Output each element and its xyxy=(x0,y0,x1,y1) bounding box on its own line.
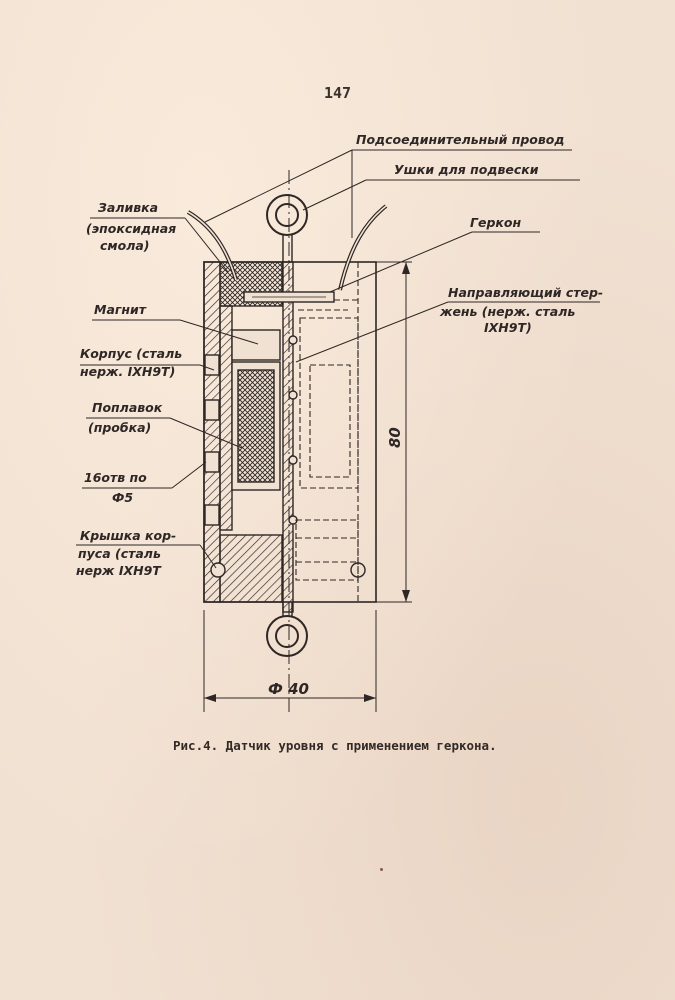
label-holes-line-1: 16отв по xyxy=(84,470,147,485)
label-guide-line-3: IXH9T) xyxy=(484,320,532,335)
page-number: 147 xyxy=(323,84,352,102)
housing-lid xyxy=(219,534,283,603)
wall-hole xyxy=(204,354,220,376)
label-magnet: Магнит xyxy=(94,302,147,317)
label-eyes: Ушки для подвески xyxy=(394,162,539,177)
dimension-height: 80 xyxy=(386,427,404,448)
top-eye xyxy=(266,194,308,236)
label-lid-line-2: пуса (сталь xyxy=(78,546,161,561)
figure-caption: Рис.4. Датчик уровня с применением герко… xyxy=(173,738,497,753)
label-guide-line-2: жень (нерж. сталь xyxy=(439,304,575,319)
label-guide-line-1: Направляющий стер- xyxy=(448,285,603,300)
wire-right xyxy=(338,204,388,291)
label-float-line-1: Поплавок xyxy=(92,400,163,415)
dimension-diameter: Ф 40 xyxy=(268,680,309,698)
label-reed: Геркон xyxy=(470,215,521,230)
paper-speck xyxy=(380,868,383,871)
float-crosshatch xyxy=(237,369,275,483)
housing-wall-left xyxy=(203,261,221,603)
inner-wall xyxy=(219,305,233,531)
guide-rod xyxy=(282,261,294,613)
label-potting-line-2: (эпоксидная xyxy=(86,221,176,236)
label-lid-line-1: Крышка кор- xyxy=(80,528,176,543)
bottom-eye xyxy=(266,615,308,657)
label-holes-line-2: Ф5 xyxy=(112,490,133,505)
label-lid-line-3: нерж IXH9T xyxy=(76,563,162,578)
wall-hole xyxy=(204,399,220,421)
hidden-float xyxy=(299,317,359,489)
label-potting-line-3: смола) xyxy=(100,238,150,253)
label-float-line-2: (пробка) xyxy=(88,420,151,435)
label-wire: Подсоединительный провод xyxy=(356,132,564,147)
label-body-line-1: Корпус (сталь xyxy=(80,346,182,361)
wall-hole xyxy=(204,451,220,473)
lid-screw xyxy=(210,562,226,578)
label-body-line-2: нерж. IXH9T) xyxy=(80,364,175,379)
wall-hole xyxy=(204,504,220,526)
label-potting-line-1: Заливка xyxy=(98,200,158,215)
magnet xyxy=(231,329,281,361)
